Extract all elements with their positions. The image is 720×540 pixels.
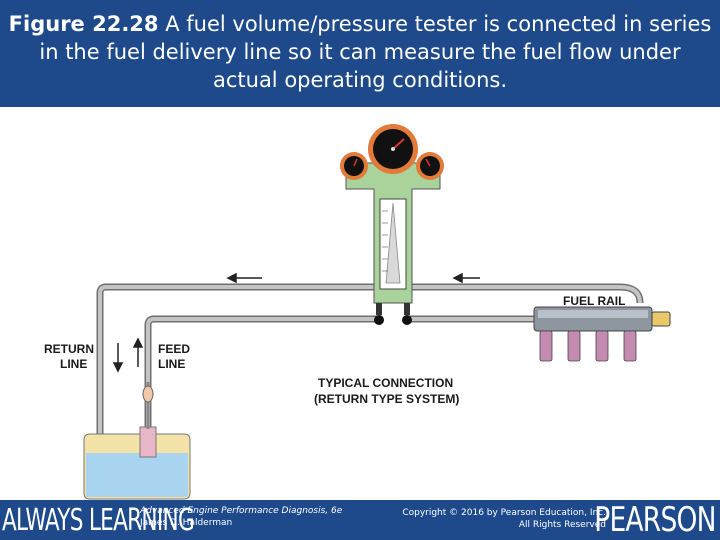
fuel-pump bbox=[139, 426, 157, 458]
typical-connection-label-2: (RETURN TYPE SYSTEM) bbox=[314, 392, 459, 406]
right-gauge bbox=[416, 152, 444, 180]
flow-arrows bbox=[112, 272, 480, 373]
center-pressure-gauge bbox=[368, 124, 418, 174]
fuel-rail-label: FUEL RAIL bbox=[563, 294, 625, 308]
always-learning-logo: ALWAYS LEARNING bbox=[2, 503, 195, 538]
pressure-regulator bbox=[651, 311, 671, 327]
volume-pressure-tester bbox=[340, 124, 444, 325]
figure-caption: Figure 22.28 A fuel volume/pressure test… bbox=[4, 10, 716, 94]
feed-line-label-1: FEED bbox=[158, 342, 190, 356]
author-name: James D. Halderman bbox=[140, 518, 233, 528]
footer-bar: ALWAYS LEARNING Advanced Engine Performa… bbox=[0, 500, 720, 540]
hose-fitting bbox=[374, 315, 384, 325]
return-line-label-2: LINE bbox=[60, 357, 87, 371]
book-title: Advanced Engine Performance Diagnosis, 6… bbox=[140, 506, 343, 516]
caption-text: A fuel volume/pressure tester is connect… bbox=[39, 12, 712, 92]
copyright-line-1: Copyright © 2016 by Pearson Education, I… bbox=[402, 508, 606, 518]
pearson-logo: PEARSON bbox=[594, 500, 717, 540]
fuel-tank bbox=[83, 382, 191, 500]
return-line-label-1: RETURN bbox=[44, 342, 94, 356]
left-gauge bbox=[340, 152, 368, 180]
feed-line-pipe bbox=[144, 315, 536, 432]
fuel-rail bbox=[533, 306, 671, 362]
feed-line-label-2: LINE bbox=[158, 357, 185, 371]
typical-connection-label-1: TYPICAL CONNECTION bbox=[318, 376, 453, 390]
title-banner: Figure 22.28 A fuel volume/pressure test… bbox=[0, 0, 720, 107]
fuel-tester-diagram: FUEL RAIL RETURN LINE FEED LINE TYPICAL … bbox=[44, 124, 671, 500]
hose-fitting bbox=[402, 315, 412, 325]
fuel-filter bbox=[142, 385, 154, 403]
copyright-line-2: All Rights Reserved bbox=[518, 520, 606, 530]
fuel-injectors bbox=[539, 330, 637, 362]
figure-label: Figure 22.28 bbox=[8, 12, 159, 36]
return-line-pipe bbox=[96, 283, 644, 435]
